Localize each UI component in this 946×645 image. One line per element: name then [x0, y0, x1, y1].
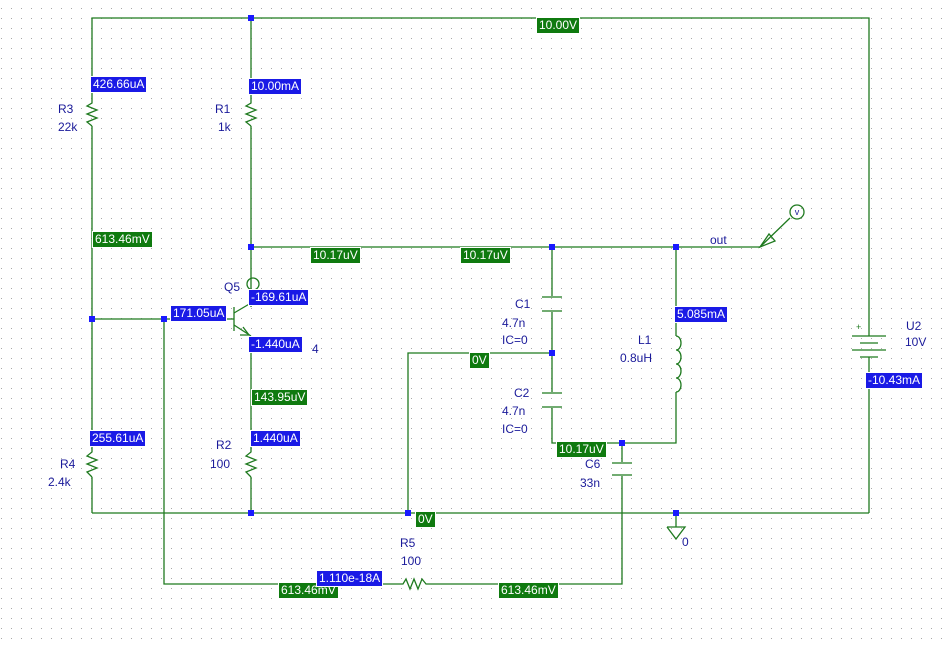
r5-resistor-symbol[interactable]: [398, 577, 430, 591]
voltage-tag-bias-node[interactable]: 613.46mV: [92, 231, 153, 248]
r2-resistor-symbol[interactable]: [244, 447, 258, 478]
current-tag-q-emitter[interactable]: -1.440uA: [248, 336, 303, 353]
c1-ic: IC=0: [502, 333, 528, 347]
current-tag-r1[interactable]: 10.00mA: [248, 78, 303, 95]
r5-value: 100: [401, 554, 422, 568]
junctions: [89, 15, 679, 516]
junction-dot: [248, 15, 254, 21]
r2-value: 100: [210, 457, 231, 471]
junction-dot: [248, 510, 254, 516]
voltage-tag-tank-bottom[interactable]: 10.17uV: [556, 441, 607, 458]
current-tag-u2[interactable]: -10.43mA: [865, 372, 924, 389]
wire-c6-r5: [430, 476, 623, 585]
u2-battery-symbol[interactable]: [852, 328, 886, 360]
c1-capacitor-symbol[interactable]: [542, 296, 562, 312]
r3-resistor-symbol[interactable]: [85, 98, 99, 127]
wire-top-rail: [91, 17, 870, 328]
voltage-tag-collector-left[interactable]: 10.17uV: [310, 247, 361, 264]
r4-resistor-symbol[interactable]: [85, 447, 99, 478]
c1-ref: C1: [515, 297, 531, 311]
current-tag-l1[interactable]: 5.085mA: [674, 306, 729, 323]
ground-label: 0: [682, 535, 689, 549]
junction-dot: [549, 350, 555, 356]
q5-ref: Q5: [224, 280, 241, 294]
current-tag-r4[interactable]: 255.61uA: [89, 430, 147, 447]
u2-plus-sign: +: [856, 322, 861, 332]
current-tag-q-collector[interactable]: -169.61uA: [248, 289, 310, 306]
junction-dot: [673, 244, 679, 250]
current-tag-r2[interactable]: 1.440uA: [250, 430, 301, 447]
voltage-tag-r5-right[interactable]: 613.46mV: [498, 582, 559, 599]
voltage-tag-ground-rail[interactable]: 0V: [415, 511, 436, 528]
c2-ic: IC=0: [502, 422, 528, 436]
r4-ref: R4: [60, 457, 76, 471]
voltage-probe-symbol[interactable]: v: [758, 204, 805, 249]
u2-ref: U2: [906, 319, 922, 333]
c2-value: 4.7n: [502, 404, 526, 418]
wire-c2-tank: [551, 392, 677, 444]
voltage-tag-emitter[interactable]: 143.95uV: [251, 389, 309, 406]
c2-ref: C2: [514, 386, 530, 400]
current-tag-r5[interactable]: 1.110e-18A: [316, 570, 384, 587]
r4-value: 2.4k: [48, 475, 71, 489]
c6-capacitor-symbol[interactable]: [612, 462, 632, 476]
wire-c-node-ground: [407, 352, 552, 513]
u2-value: 10V: [905, 335, 927, 349]
q5-suffix: 4: [312, 342, 319, 356]
r3-ref: R3: [58, 102, 74, 116]
r1-value: 1k: [218, 120, 231, 134]
junction-dot: [405, 510, 411, 516]
r2-ref: R2: [216, 438, 232, 452]
r1-ref: R1: [215, 102, 231, 116]
junction-dot: [619, 440, 625, 446]
probe-v-symbol: v: [795, 207, 800, 217]
junction-dot: [161, 316, 167, 322]
r1-resistor-symbol[interactable]: [244, 98, 258, 127]
r5-ref: R5: [400, 536, 416, 550]
c2-capacitor-symbol[interactable]: [542, 392, 562, 408]
current-tag-base[interactable]: 171.05uA: [170, 305, 228, 322]
voltage-tag-top-rail[interactable]: 10.00V: [536, 17, 581, 34]
junction-dot: [673, 510, 679, 516]
junction-dot: [248, 244, 254, 250]
l1-inductor-symbol[interactable]: [675, 335, 682, 393]
current-tag-r3[interactable]: 426.66uA: [90, 76, 148, 93]
r3-value: 22k: [58, 120, 78, 134]
c6-ref: C6: [585, 457, 601, 471]
c6-value: 33n: [580, 476, 601, 490]
ground-symbol: [666, 526, 687, 541]
voltage-tag-c1-c2-node[interactable]: 0V: [469, 352, 490, 369]
l1-value: 0.8uH: [620, 351, 653, 365]
c1-value: 4.7n: [502, 316, 526, 330]
l1-ref: L1: [638, 333, 652, 347]
voltage-tag-collector-right[interactable]: 10.17uV: [460, 247, 511, 264]
net-out-label: out: [710, 233, 727, 247]
junction-dot: [89, 316, 95, 322]
junction-dot: [549, 244, 555, 250]
